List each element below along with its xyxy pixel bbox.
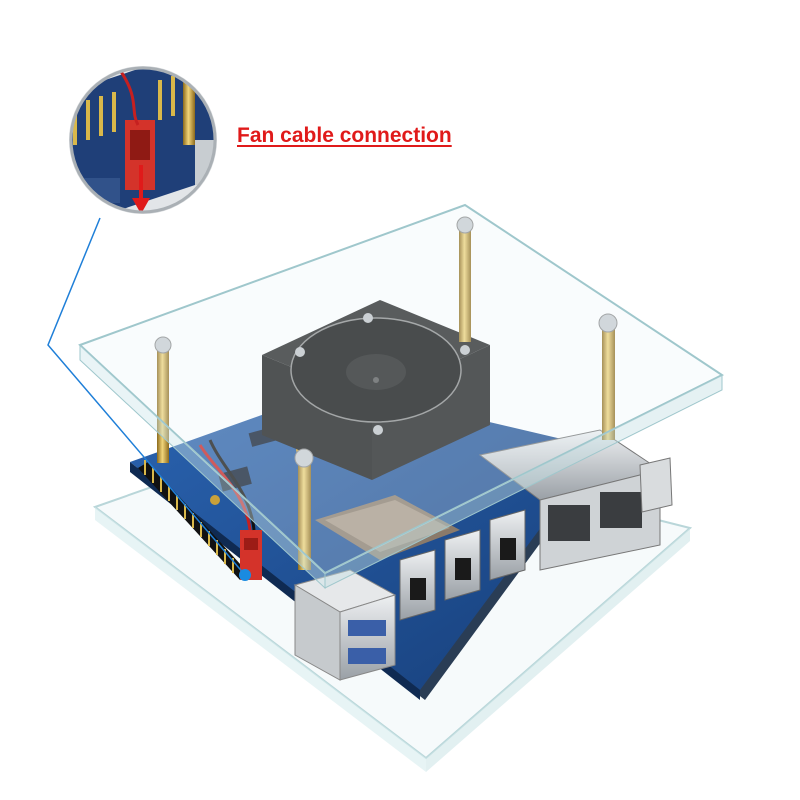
hdmi-ports xyxy=(399,509,526,621)
cooling-fan xyxy=(262,300,490,480)
brass-standoffs xyxy=(154,216,618,570)
usb-ports xyxy=(293,569,397,681)
connector-marker xyxy=(239,569,251,581)
zoom-detail-circle xyxy=(69,66,217,214)
acrylic-top-plate xyxy=(78,203,724,590)
gpio-header xyxy=(138,460,250,580)
callout-leader-line xyxy=(47,217,251,581)
fan-connector xyxy=(198,439,262,580)
fan-cable-label: Fan cable connection xyxy=(237,124,452,147)
ethernet-ports xyxy=(478,429,673,571)
